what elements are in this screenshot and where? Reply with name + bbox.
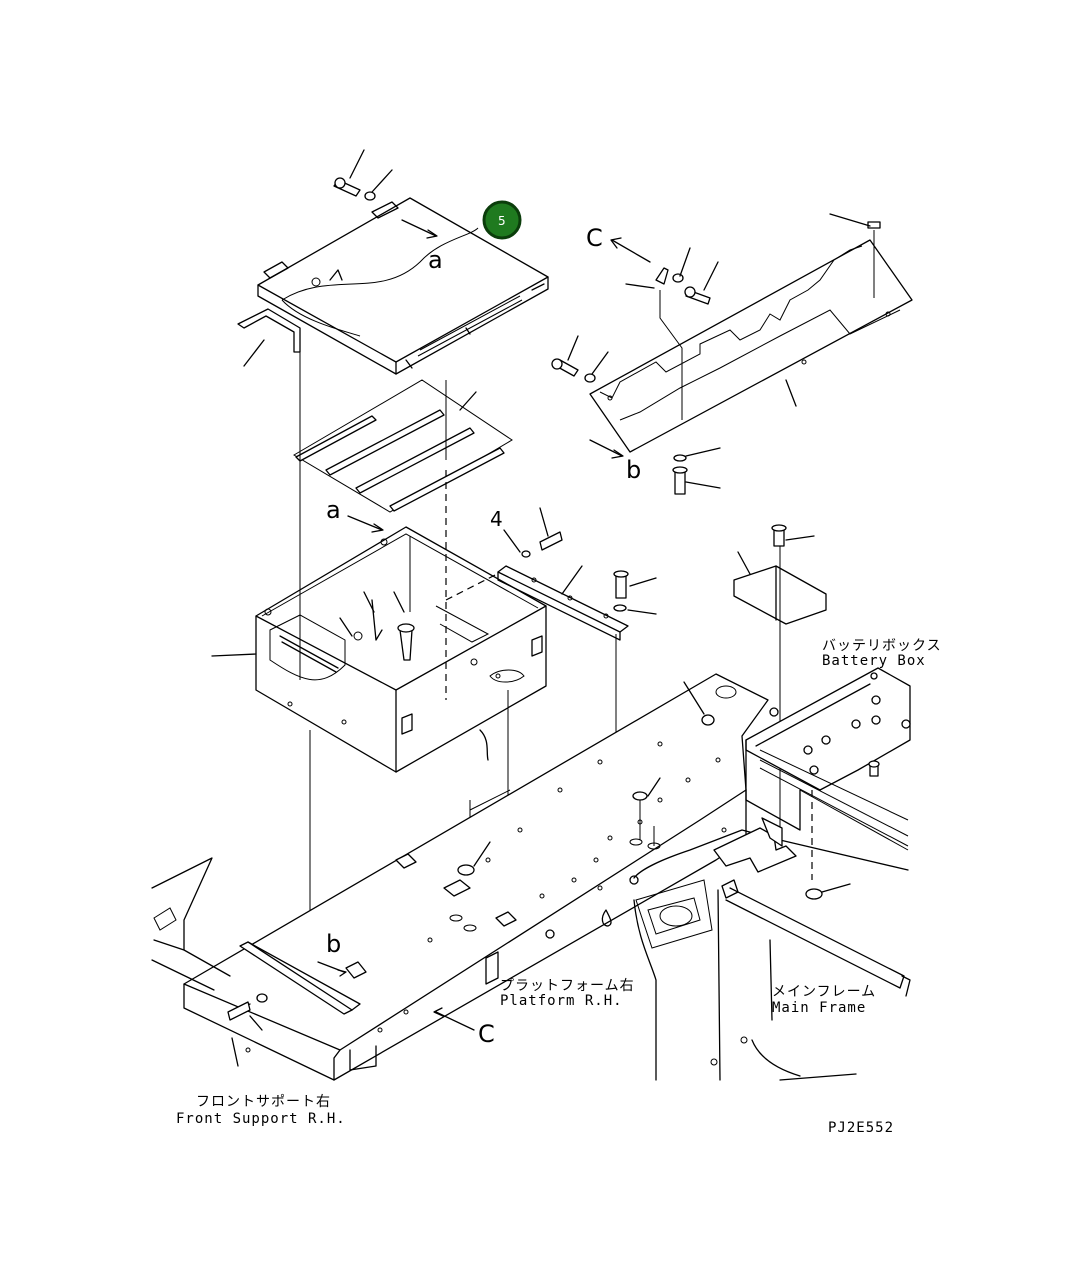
hold-down-strip [237, 308, 301, 367]
item-5-marker[interactable] [482, 200, 522, 240]
letter-c-top: C [586, 224, 603, 252]
letter-c-bottom: C [478, 1020, 495, 1048]
battery-box-body [211, 526, 547, 773]
drawing-code: PJ2E552 [828, 1120, 894, 1136]
main-frame [601, 817, 911, 1081]
side-bracket [497, 507, 629, 641]
main-frame-label-jp: メインフレーム [772, 984, 876, 1000]
bracket-bolt [613, 570, 657, 615]
upper-frame-bracket [551, 213, 913, 495]
view-letters: a C b a b C [326, 224, 641, 1048]
front-support-label-en: Front Support R.H. [176, 1111, 346, 1127]
item-4-label: 4 [490, 507, 503, 531]
letter-a-mid: a [326, 496, 341, 524]
battery-box-support [745, 667, 911, 900]
letter-b-top: b [626, 456, 641, 484]
letter-b-bottom: b [326, 930, 341, 958]
battery-box-label-en: Battery Box [822, 653, 926, 669]
battery-box-bracket [733, 524, 827, 830]
battery-box-label-jp: バッテリボックス [822, 638, 942, 654]
main-frame-label-en: Main Frame [772, 1000, 866, 1016]
item-5-callout[interactable]: 5 [482, 200, 522, 240]
platform-rh [183, 673, 769, 1081]
battery-cover [257, 197, 549, 375]
front-support-rh [151, 857, 231, 991]
rubber-pads [293, 379, 513, 513]
front-support-label-jp: フロントサポート右 [196, 1094, 331, 1110]
view-arrow-a [347, 515, 383, 531]
platform-label-jp: プラットフォーム右 [500, 978, 635, 994]
platform-label-en: Platform R.H. [500, 993, 623, 1009]
letter-a-top: a [428, 246, 443, 274]
item-5-number: 5 [498, 214, 506, 228]
cover-bolt-washer [333, 149, 393, 201]
part-labels: バッテリボックス Battery Box プラットフォーム右 Platform … [176, 638, 942, 1136]
